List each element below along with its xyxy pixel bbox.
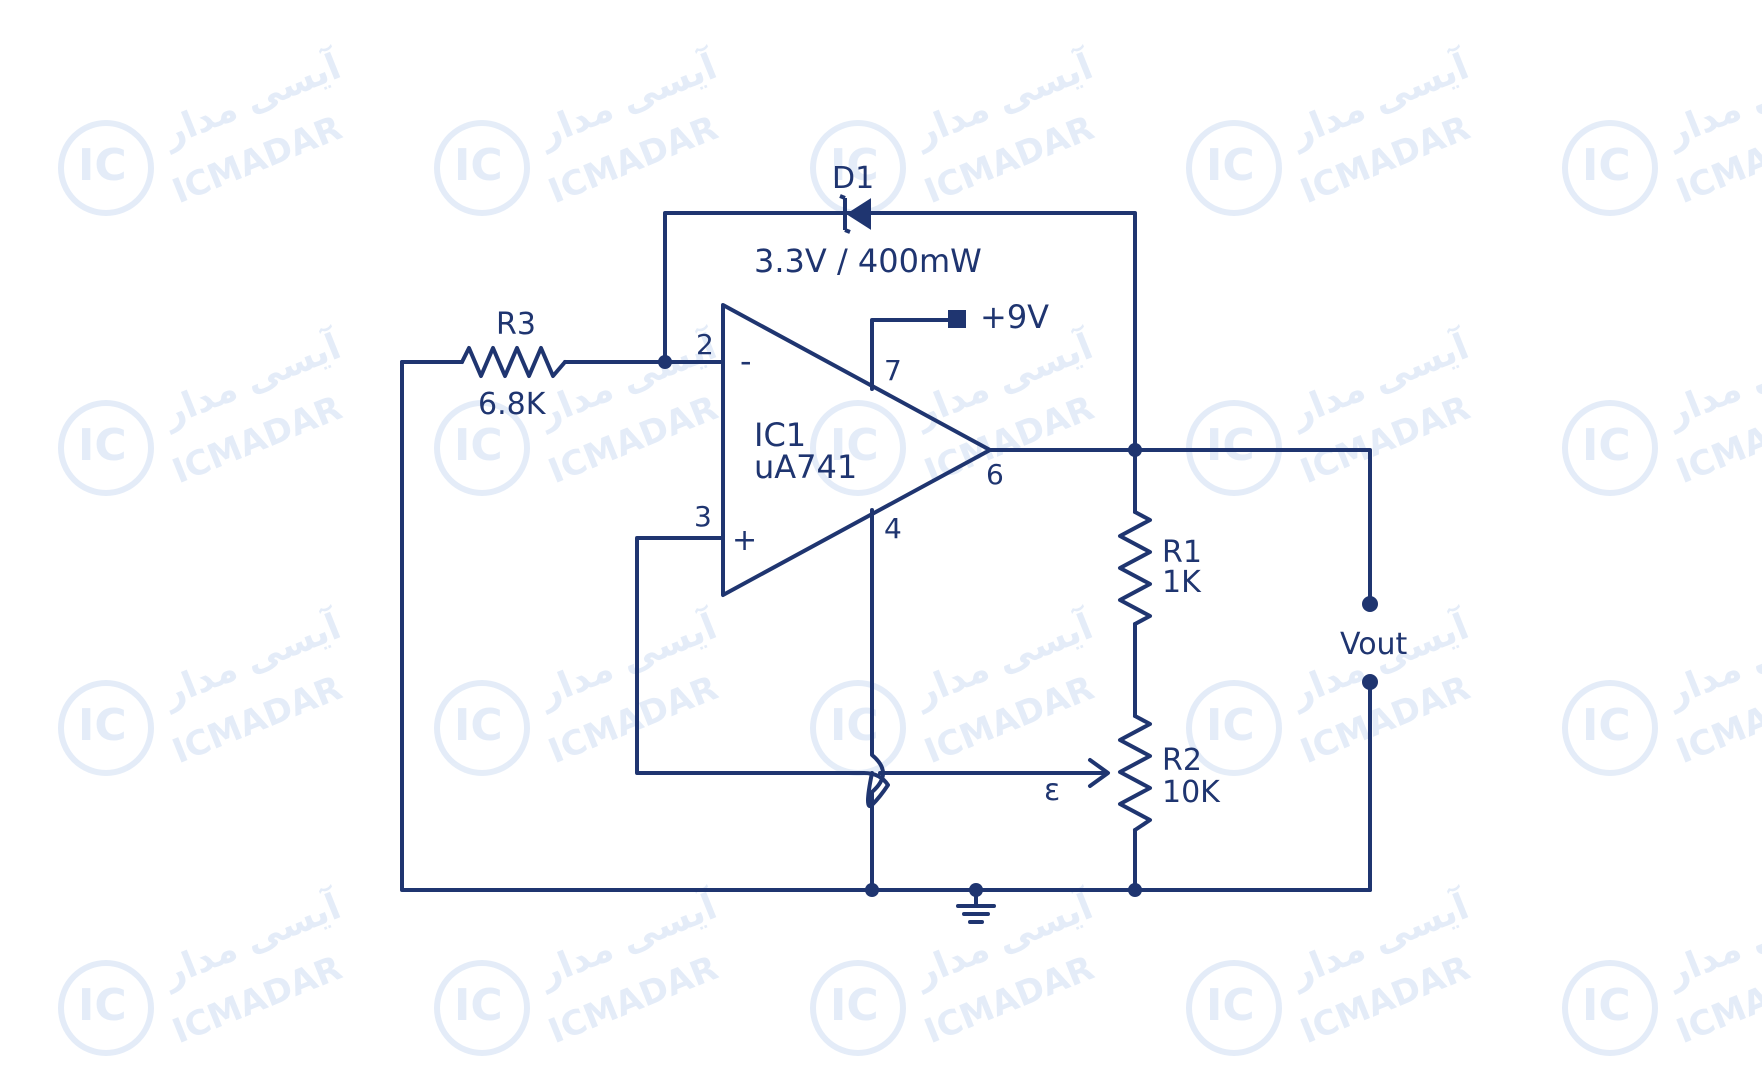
wire-vcc <box>870 318 950 391</box>
diode-d1-bar <box>839 194 851 234</box>
label-pin-3: 3 <box>694 500 712 533</box>
diode-d1 <box>846 198 871 230</box>
vout-terminal-top <box>1362 596 1378 612</box>
label-d1-name: D1 <box>832 161 874 196</box>
label-ic1-name: IC1 <box>754 416 806 454</box>
vout-terminal-bottom <box>1362 674 1378 690</box>
label-r1-value: 1K <box>1162 565 1202 600</box>
label-opamp-plus: + <box>732 523 757 558</box>
label-supply: +9V <box>980 298 1049 336</box>
label-pin-4: 4 <box>884 512 902 545</box>
wiper-arrow <box>1088 758 1110 788</box>
wire-noninv-wiper <box>635 536 1107 809</box>
resistor-r1 <box>1118 510 1152 626</box>
label-d1-rating: 3.3V / 400mW <box>754 242 982 280</box>
label-r3-name: R3 <box>496 307 536 342</box>
label-opamp-minus: - <box>740 342 752 380</box>
label-vout: Vout <box>1340 627 1408 662</box>
label-r1-name: R1 <box>1162 535 1202 570</box>
junction-gnd-left <box>865 883 879 897</box>
label-pin-7: 7 <box>884 354 902 387</box>
label-r2-name: R2 <box>1162 743 1202 778</box>
label-pin-6: 6 <box>986 458 1004 491</box>
wire-left-rail <box>400 360 1372 892</box>
label-ic1-part: uA741 <box>754 448 857 486</box>
wire-feedback-diode <box>663 211 1137 449</box>
junction-gnd-center <box>969 883 983 897</box>
opamp-ic1 <box>721 303 992 597</box>
label-pin-2: 2 <box>696 328 714 361</box>
junction-output <box>1128 443 1142 457</box>
label-r2-value: 10K <box>1162 775 1221 810</box>
junction-inv <box>658 355 672 369</box>
ground-symbol <box>956 888 996 924</box>
label-wiper-symbol: ɛ <box>1044 773 1060 808</box>
resistor-r2 <box>1118 714 1152 832</box>
wire-gnd-pin4 <box>870 508 885 892</box>
resistor-r3 <box>460 346 567 378</box>
junction-gnd-right <box>1128 883 1142 897</box>
supply-terminal <box>948 310 966 328</box>
wire-output <box>988 448 1372 606</box>
label-r3-value: 6.8K <box>478 387 547 422</box>
